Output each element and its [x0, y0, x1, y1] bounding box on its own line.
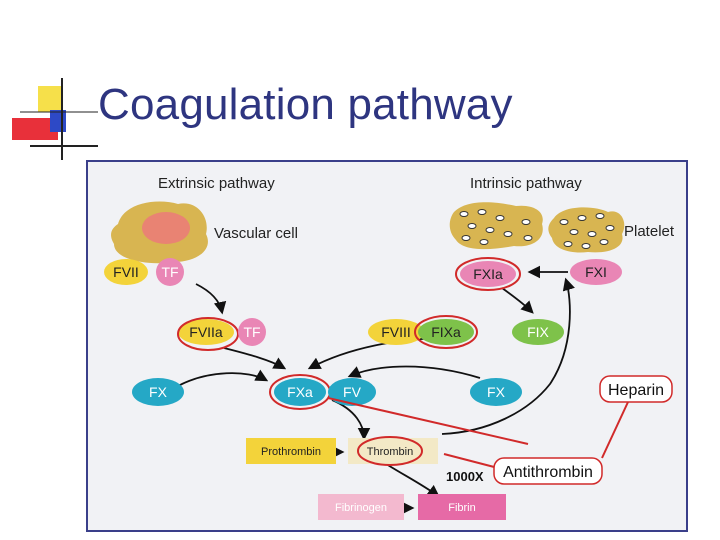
- fx-right-pill: [470, 378, 522, 406]
- fixa-pill: [418, 319, 474, 345]
- arrow-thrombin-to-fxi: [441, 277, 575, 435]
- platelet-granules: [459, 209, 615, 249]
- fxa-pill: [274, 378, 326, 406]
- fviia-label: FVIIa: [189, 324, 223, 340]
- fx-right-label: FX: [487, 384, 506, 400]
- vascular-cell-label: Vascular cell: [214, 225, 298, 242]
- fvii-label: FVII: [113, 264, 139, 280]
- heparin-to-antithrombin-line: [601, 401, 629, 459]
- prothrombin-label: Prothrombin: [261, 446, 321, 458]
- fibrin-label: Fibrin: [448, 502, 476, 514]
- fviia-highlight: [177, 317, 239, 351]
- multiplier-label: 1000X: [446, 469, 484, 484]
- prothrombin-box: [246, 438, 336, 464]
- coagulation-diagram: Extrinsic pathway Intrinsic pathway Vasc…: [104, 175, 675, 520]
- arrow-fviia-to-fxa: [223, 347, 287, 370]
- fviia-pill: [178, 319, 234, 345]
- fviii-label: FVIII: [381, 324, 411, 340]
- fibrinogen-box: [318, 494, 404, 520]
- heparin-box: [599, 375, 673, 403]
- fx-left-pill: [132, 378, 184, 406]
- fv-label: FV: [343, 384, 362, 400]
- tf-circle-1: [156, 258, 184, 286]
- antithrombin-to-fxa-line: [327, 397, 529, 445]
- platelet-left-shape: [449, 202, 543, 250]
- thrombin-label: Thrombin: [367, 446, 413, 458]
- antithrombin-label: Antithrombin: [503, 464, 593, 481]
- fibrinogen-label: Fibrinogen: [335, 502, 387, 514]
- inhibition-lines: [327, 397, 629, 469]
- arrow-tf-to-fviia: [195, 283, 227, 315]
- intrinsic-pathway-label: Intrinsic pathway: [470, 175, 582, 192]
- fixa-label: FIXa: [431, 324, 461, 340]
- arrow-fx-right-to-fxa: [347, 365, 481, 379]
- fxia-highlight: [455, 257, 521, 291]
- heparin-label: Heparin: [608, 382, 664, 399]
- fv-pill: [328, 378, 376, 406]
- fxia-pill: [460, 261, 516, 287]
- fxi-label: FXI: [585, 264, 607, 280]
- fibrin-box: [418, 494, 506, 520]
- antithrombin-box: [493, 457, 603, 485]
- slide-title: Coagulation pathway: [98, 80, 513, 129]
- fix-label: FIX: [527, 324, 549, 340]
- thrombin-highlight: [357, 436, 423, 466]
- fx-left-label: FX: [149, 384, 168, 400]
- corner-decoration: [0, 0, 110, 170]
- tf-circle-2: [238, 318, 266, 346]
- fixa-highlight: [414, 315, 478, 349]
- arrow-fxia-to-fix: [501, 287, 534, 314]
- fvii-pill: [104, 259, 148, 285]
- fxia-label: FXIa: [473, 266, 503, 282]
- tf-label-1: TF: [161, 264, 178, 280]
- fix-pill: [512, 319, 564, 345]
- vascular-cell-nucleus: [142, 212, 190, 244]
- extrinsic-pathway-label: Extrinsic pathway: [158, 175, 275, 192]
- fxa-label: FXa: [287, 384, 313, 400]
- fviii-pill: [368, 319, 424, 345]
- fxi-pill: [570, 259, 622, 285]
- arrow-fx-left-to-fxa: [177, 369, 269, 387]
- diagram-panel: Extrinsic pathway Intrinsic pathway Vasc…: [86, 160, 688, 532]
- platelet-label: Platelet: [624, 223, 675, 240]
- tf-label-2: TF: [243, 324, 260, 340]
- antithrombin-to-thrombin-line: [443, 453, 499, 469]
